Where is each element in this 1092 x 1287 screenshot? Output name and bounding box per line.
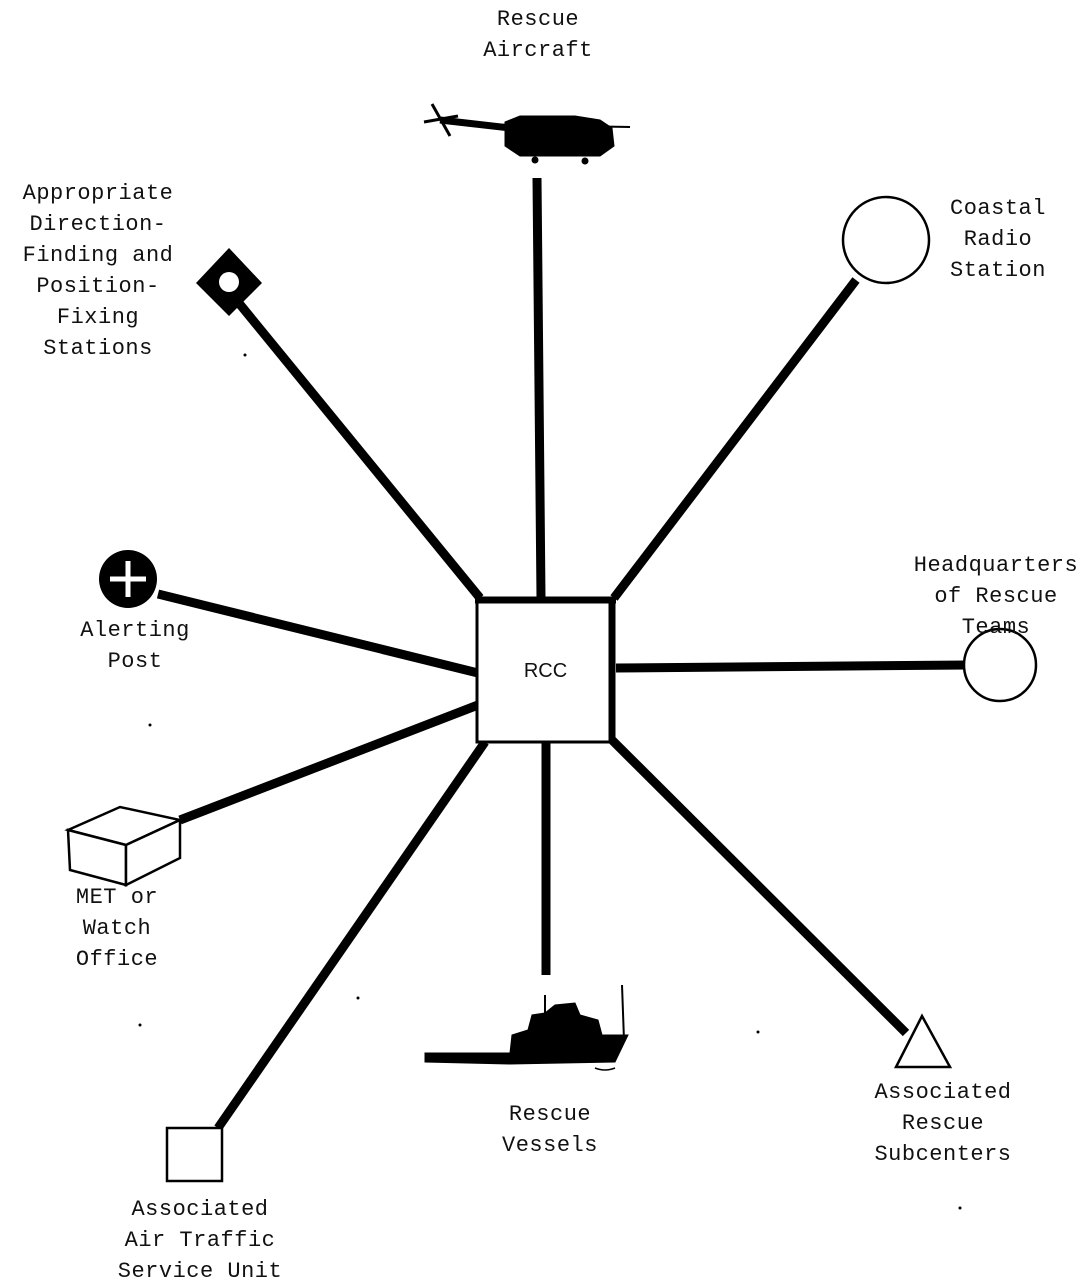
label-met-office: MET or Watch Office (75, 885, 159, 972)
triangle-icon (893, 1013, 953, 1069)
label-headquarters: Headquarters of Rescue Teams (913, 553, 1079, 640)
helicopter-icon (423, 103, 631, 165)
box-icon (64, 805, 184, 888)
line-direction-finding (234, 299, 484, 601)
line-air-traffic (214, 739, 489, 1131)
diamond-station-icon (196, 248, 262, 316)
rcc-box (475, 596, 616, 744)
line-subcenters (608, 736, 910, 1037)
label-rescue-aircraft: Rescue Aircraft (483, 7, 593, 63)
cross-circle-icon (99, 550, 157, 608)
line-rescue-aircraft (532, 177, 546, 599)
label-alerting-post: Alerting Post (80, 618, 190, 674)
square-icon (165, 1126, 224, 1183)
line-headquarters (615, 660, 969, 673)
line-met-office (178, 700, 480, 825)
scan-specks (138, 353, 962, 1210)
line-coastal-radio (610, 277, 860, 601)
label-rescue-vessels: Rescue Vessels (502, 1102, 598, 1158)
coastal-radio-circle-icon (841, 195, 931, 285)
label-subcenters: Associated Rescue Subcenters (874, 1080, 1012, 1167)
label-direction-finding: Appropriate Direction- Finding and Posit… (22, 181, 174, 361)
label-coastal-radio: Coastal Radio Station (950, 196, 1046, 283)
line-alerting-post-visible (156, 589, 480, 678)
label-air-traffic: Associated Air Traffic Service Unit (117, 1197, 283, 1284)
ship-icon (424, 984, 629, 1071)
headquarters-circle-icon (962, 627, 1038, 703)
rcc-label: RCC (523, 660, 568, 682)
